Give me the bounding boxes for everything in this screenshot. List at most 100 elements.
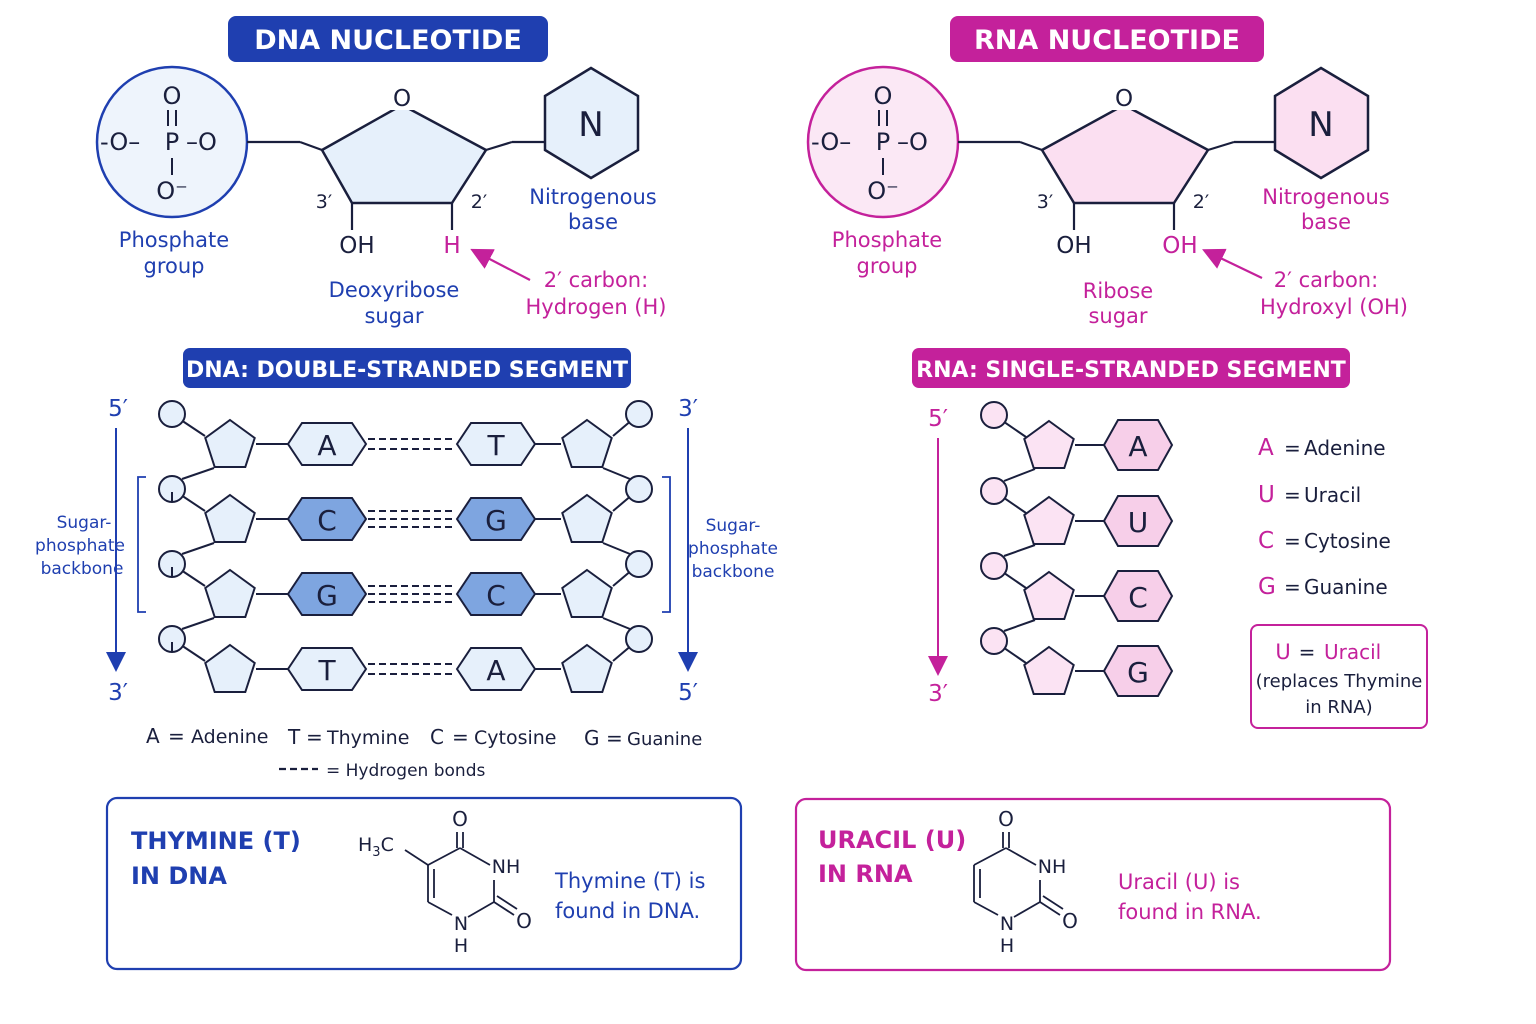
dna-right-top-label: 3′ bbox=[678, 396, 698, 422]
dna-legend-c-eq: = bbox=[452, 725, 469, 749]
rna-ring-o: O bbox=[1115, 86, 1133, 112]
dna-nucleotide: DNA NUCLEOTIDE O -O– P –O O⁻ Phosphate g… bbox=[95, 16, 667, 328]
thymine-o-right: O bbox=[516, 909, 532, 933]
uracil-ring-bond-4 bbox=[973, 901, 999, 916]
rna-segment-title: RNA: SINGLE-STRANDED SEGMENT bbox=[916, 358, 1346, 383]
dna-backbone-left-3: backbone bbox=[41, 559, 124, 579]
dna-ring-o: O bbox=[393, 86, 411, 112]
rna-legend-name: Adenine bbox=[1304, 436, 1386, 460]
rna-phosphate-top-o: O bbox=[874, 82, 893, 110]
uracil-title-2: IN RNA bbox=[818, 860, 913, 888]
rna-carbon-arrow bbox=[1202, 248, 1263, 279]
rna-c2-label: 2′ bbox=[1193, 191, 1209, 213]
uracil-box: URACIL (U) IN RNA O NH O N H Uracil (U) … bbox=[794, 797, 1392, 972]
dna-segment-title: DNA: DOUBLE-STRANDED SEGMENT bbox=[186, 358, 628, 383]
rna-legend-eq: = bbox=[1284, 483, 1301, 507]
rna-phosphate-label-1: Phosphate bbox=[832, 228, 942, 252]
rna-c2-group: OH bbox=[1162, 233, 1197, 259]
rna-sugar bbox=[1023, 419, 1075, 469]
uracil-h-bottom: H bbox=[1000, 935, 1014, 957]
thymine-structure: O NH O N H H3C bbox=[358, 807, 532, 957]
dna-sugar-base-bond bbox=[485, 140, 513, 152]
rna-legend-letter: G bbox=[1258, 574, 1276, 600]
thymine-title-2: IN DNA bbox=[131, 862, 227, 890]
rna-legend-eq: = bbox=[1284, 436, 1301, 460]
thymine-desc-2: found in DNA. bbox=[555, 899, 700, 923]
dna-legend-c-name: Cytosine bbox=[474, 727, 557, 749]
dna-right-backbone-link bbox=[602, 542, 631, 555]
rna-phosphate-left: -O– bbox=[811, 128, 851, 156]
rna-bottom-label: 3′ bbox=[928, 681, 948, 707]
uracil-structure: O NH O N H bbox=[973, 807, 1078, 957]
thymine-n-bottom: N bbox=[454, 913, 468, 935]
rna-legend-eq: = bbox=[1284, 529, 1301, 553]
dna-backbone-left-1: Sugar- bbox=[57, 513, 112, 533]
dna-left-sugar bbox=[204, 643, 256, 693]
uracil-ring-bond-3 bbox=[1013, 901, 1041, 918]
rna-nucleotide-title: RNA NUCLEOTIDE bbox=[974, 25, 1240, 56]
thymine-methyl: H3C bbox=[358, 834, 394, 860]
rna-sugar-label-2: sugar bbox=[1088, 304, 1147, 328]
thymine-ring-bond-3 bbox=[467, 901, 495, 918]
uracil-c2-o-bond-1 bbox=[1039, 901, 1061, 916]
rna-backbone-link bbox=[1003, 468, 1036, 482]
dna-ring-o-bg bbox=[390, 84, 414, 110]
dna-right-backbone-link bbox=[602, 617, 631, 630]
dna-left-base bbox=[286, 422, 368, 466]
rna-phosphate-sugar-bond-2 bbox=[1019, 140, 1043, 152]
dna-phosphate-label-2: group bbox=[144, 254, 205, 278]
rna-ribose-ring bbox=[1040, 103, 1210, 205]
dna-left-backbone-link bbox=[181, 617, 215, 630]
thymine-desc-1: Thymine (T) is bbox=[554, 869, 705, 893]
rna-sugar-base-bond bbox=[1207, 140, 1235, 152]
rna-base-letter: A bbox=[1128, 430, 1147, 463]
thymine-nh: NH bbox=[492, 856, 521, 878]
rna-legend-letter: C bbox=[1258, 528, 1274, 554]
dna-legend-g-name: Guanine bbox=[627, 729, 702, 750]
dna-right-base-letter: C bbox=[486, 579, 506, 612]
dna-right-sugar bbox=[561, 643, 613, 693]
rna-phosphate-label-2: group bbox=[857, 254, 918, 278]
uracil-ring-bond-1 bbox=[1005, 847, 1037, 866]
dna-c2-group: H bbox=[443, 233, 460, 259]
dna-nucleotide-title: DNA NUCLEOTIDE bbox=[254, 25, 522, 56]
rna-note-eq: = bbox=[1299, 640, 1316, 664]
dna-base-label-2: base bbox=[568, 210, 618, 234]
rna-phosphate bbox=[980, 401, 1008, 429]
dna-left-base-letter: T bbox=[317, 654, 336, 687]
thymine-methyl-bond bbox=[404, 849, 429, 866]
uracil-title-1: URACIL (U) bbox=[818, 826, 966, 854]
thymine-title-1: THYMINE (T) bbox=[131, 827, 301, 855]
uracil-box-border bbox=[794, 797, 1392, 972]
dna-legend-g-eq: = bbox=[606, 726, 623, 750]
dna-sugar-label-2: sugar bbox=[364, 304, 423, 328]
rna-sugar bbox=[1023, 570, 1075, 620]
dna-carbon-note-2: Hydrogen (H) bbox=[526, 295, 667, 319]
rna-legend-eq: = bbox=[1284, 575, 1301, 599]
dna-base-letter: N bbox=[578, 105, 603, 145]
uracil-o-right: O bbox=[1062, 909, 1078, 933]
dna-carbon-note-1: 2′ carbon: bbox=[544, 268, 648, 292]
dna-phosphate-left: -O– bbox=[100, 128, 140, 156]
dna-sugar-label-1: Deoxyribose bbox=[329, 278, 460, 302]
thymine-ring-bond-5 bbox=[427, 847, 461, 866]
dna-left-base-letter: G bbox=[316, 579, 338, 612]
rna-legend-letter: U bbox=[1258, 482, 1275, 508]
dna-legend-a-letter: A bbox=[146, 724, 160, 748]
dna-right-phosphate bbox=[625, 400, 653, 428]
dna-right-bracket bbox=[662, 476, 671, 613]
dna-left-backbone-link bbox=[181, 542, 215, 555]
dna-oh: OH bbox=[339, 233, 374, 259]
dna-right-sugar bbox=[561, 568, 613, 618]
dna-deoxyribose-ring bbox=[320, 103, 488, 205]
rna-phosphate-bottom-o: O⁻ bbox=[867, 177, 899, 205]
uracil-o-top: O bbox=[998, 807, 1014, 831]
thymine-ring-bond-1 bbox=[459, 847, 491, 866]
dna-legend-t-name: Thymine bbox=[326, 727, 409, 749]
dna-left-base bbox=[286, 647, 368, 691]
dna-right-phosphate bbox=[625, 550, 653, 578]
rna-phosphate-p: P bbox=[876, 128, 890, 156]
rna-base-letter: C bbox=[1128, 581, 1148, 614]
dna-right-sugar bbox=[561, 493, 613, 543]
